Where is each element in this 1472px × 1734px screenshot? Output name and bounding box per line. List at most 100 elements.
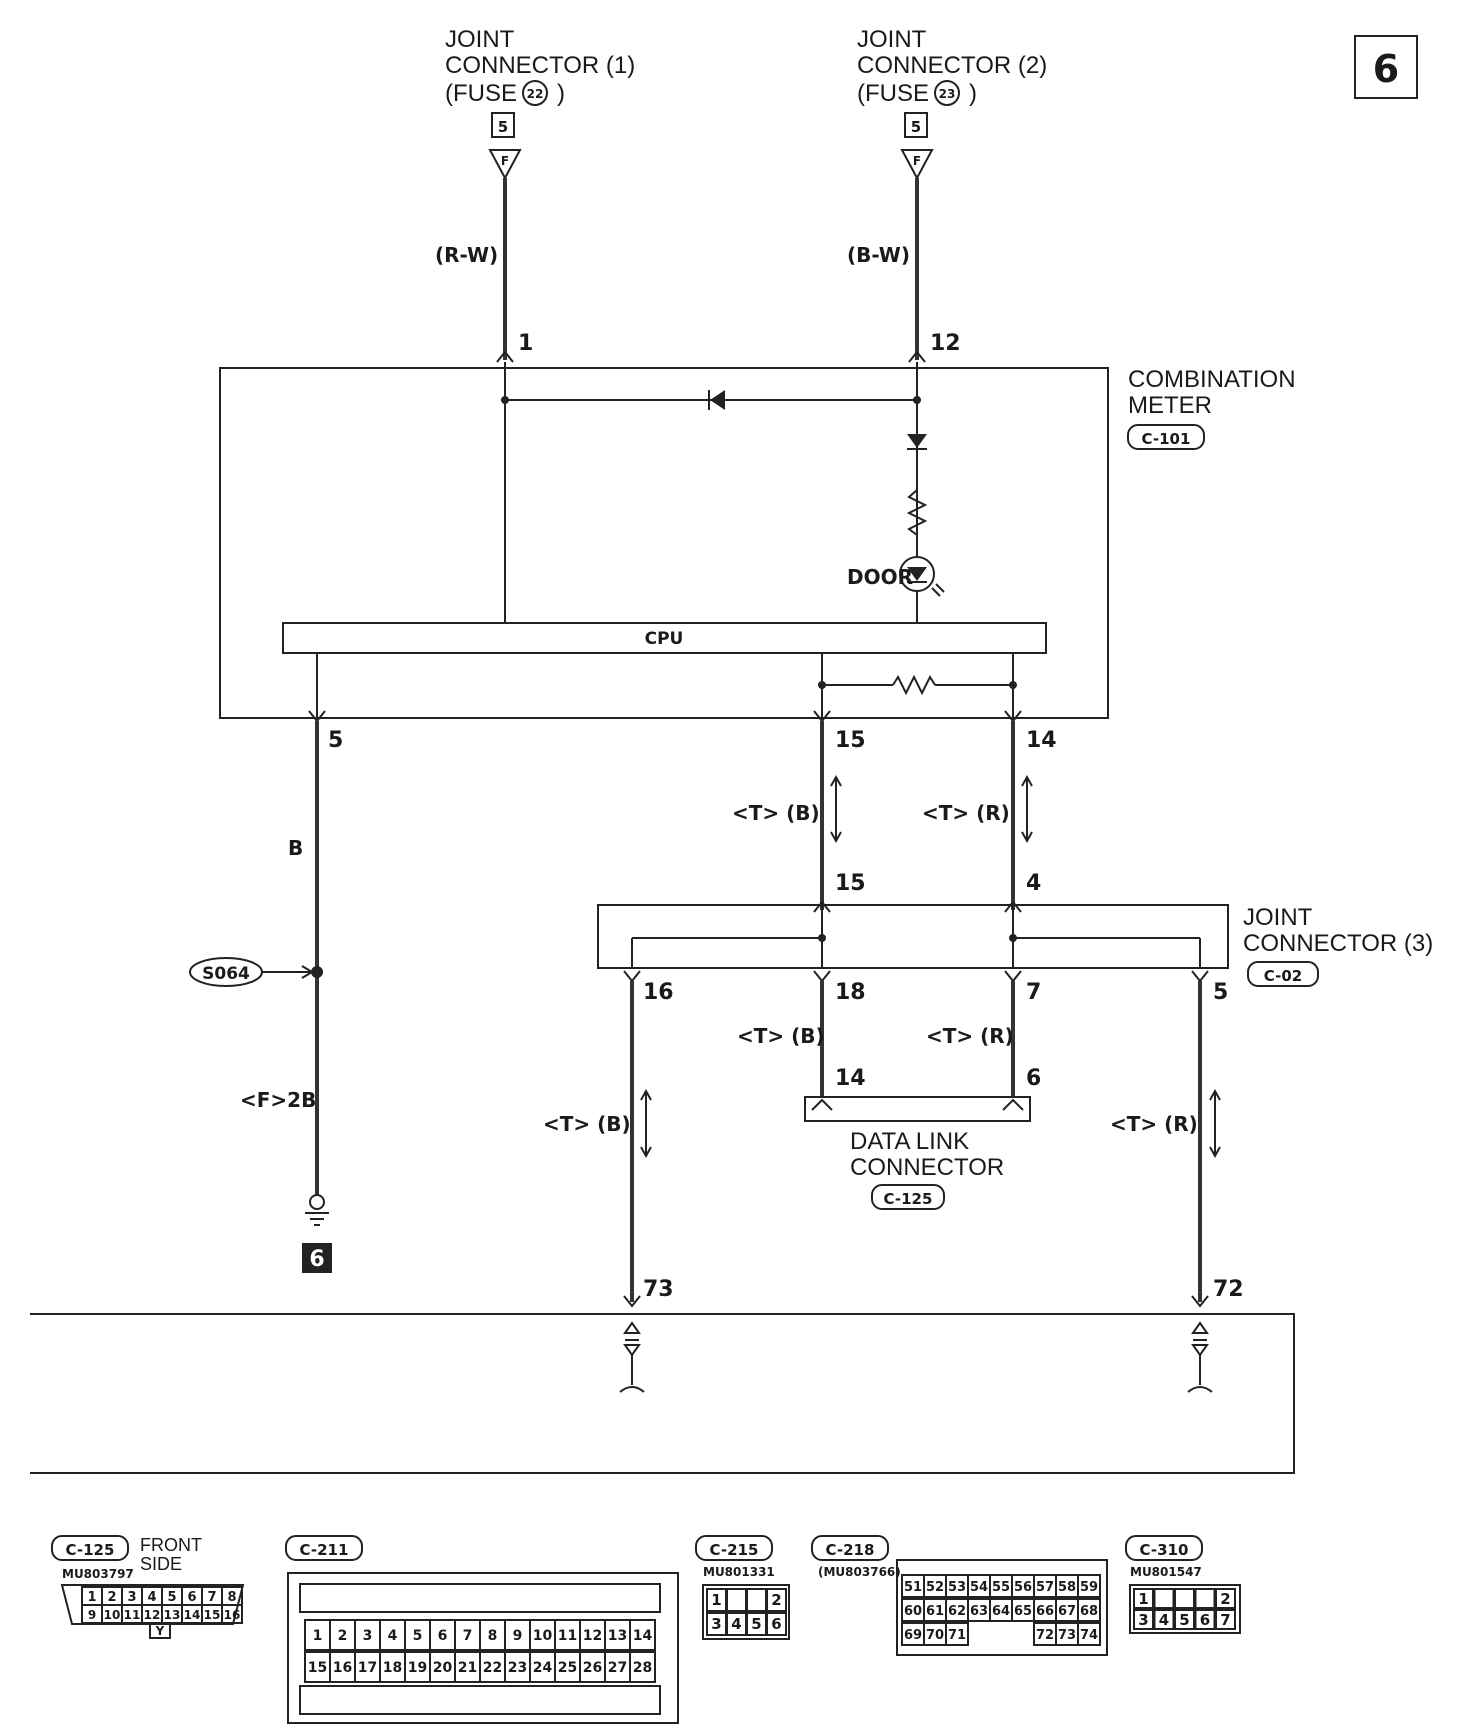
wire-color-rw: (R-W) [435, 243, 498, 267]
cavity-number: 56 [1014, 1580, 1032, 1595]
cavity-number: 71 [948, 1628, 966, 1643]
cavity-number: 5 [167, 1590, 176, 1605]
jc2-line2: CONNECTOR (2) [857, 52, 1047, 79]
cavity-number: 11 [558, 1628, 577, 1644]
cavity-number: 2 [338, 1628, 348, 1644]
cavity-number: 52 [926, 1580, 944, 1595]
cavity-number: 1 [711, 1591, 721, 1609]
cavity-number: 1 [313, 1628, 323, 1644]
combination-meter-box [219, 367, 1109, 719]
cavity-number: 9 [88, 1608, 96, 1622]
page-number: 6 [1373, 47, 1399, 91]
connector-cavity [1215, 1609, 1236, 1630]
cavity-number: 65 [1014, 1604, 1032, 1619]
cavity-number: 21 [458, 1660, 477, 1676]
connector-cavity [1153, 1609, 1175, 1630]
c218-part: (MU803766) [818, 1565, 901, 1579]
cavity-number: 9 [513, 1628, 523, 1644]
cavity-number: 5 [1179, 1611, 1189, 1629]
control-unit-pin-73-symbol [619, 1321, 645, 1393]
jc1-fuse-number: 22 [527, 87, 544, 101]
jc2-line1: JOINT [857, 26, 927, 53]
cavity-number: 4 [731, 1615, 741, 1633]
cavity-number: 20 [433, 1660, 453, 1676]
jc3-line2: CONNECTOR (3) [1243, 930, 1433, 957]
cavity-number: 5 [751, 1615, 761, 1633]
connector-cavity [726, 1588, 747, 1612]
connector-cavity [1077, 1598, 1101, 1622]
connector-cavity [766, 1612, 787, 1636]
cavity-number: 8 [227, 1590, 236, 1605]
connector-cavity [1194, 1609, 1216, 1630]
c125-part: MU803797 [62, 1567, 134, 1581]
cavity-number: 22 [483, 1660, 502, 1676]
wire-color-f2b: <F>2B [240, 1088, 316, 1112]
cpu-label: CPU [645, 629, 684, 649]
cavity-number: 8 [488, 1628, 498, 1644]
cavity-number: 17 [358, 1660, 377, 1676]
c125-side1: FRONT [140, 1535, 202, 1555]
c125-ref: C-125 [66, 1541, 115, 1559]
jc1-line2: CONNECTOR (1) [445, 52, 635, 79]
cavity-number: 74 [1080, 1628, 1098, 1643]
c218-ref: C-218 [826, 1541, 875, 1559]
connector-cavity [1077, 1574, 1101, 1598]
wire-color-b: B [288, 836, 303, 860]
pin-12: 12 [930, 331, 961, 356]
cavity-number: 4 [147, 1590, 156, 1605]
c215-ref: C-215 [710, 1541, 759, 1559]
control-unit-pin-72-symbol [1187, 1321, 1213, 1393]
ground-point-number: 6 [309, 1247, 324, 1272]
jc3-ref: C-02 [1264, 967, 1302, 985]
cavity-number: 23 [508, 1660, 527, 1676]
pin-5-jc3: 5 [1213, 980, 1228, 1005]
resistor-icon [906, 489, 928, 536]
cavity-number: 7 [1220, 1611, 1230, 1629]
cavity-number: 69 [904, 1628, 922, 1643]
control-unit-box [30, 1313, 1295, 1474]
c125-key: Y [155, 1624, 165, 1638]
pin-6: 6 [1026, 1066, 1041, 1091]
joint-connector-1-label: JOINT CONNECTOR (1) (FUSE) 22 5 F [445, 26, 635, 181]
door-led-icon [899, 556, 945, 597]
meter-ref: C-101 [1142, 430, 1191, 448]
c215-part: MU801331 [703, 1565, 775, 1579]
cavity-number: 6 [1200, 1611, 1210, 1629]
wire-color-tr-2: <T> (R) [926, 1024, 1014, 1048]
pin-72: 72 [1213, 1277, 1244, 1302]
wire-color-tr-1: <T> (R) [922, 801, 1010, 825]
data-link-connector-label: DATA LINK CONNECTOR C-125 [850, 1128, 1004, 1210]
cavity-number: 3 [363, 1628, 373, 1644]
wire-color-bw: (B-W) [847, 243, 910, 267]
cavity-number: 12 [583, 1628, 602, 1644]
cavity-number: 10 [104, 1608, 121, 1622]
wire-color-tb-3: <T> (B) [543, 1112, 631, 1136]
cavity-number: 18 [383, 1660, 402, 1676]
connector-cavity [1077, 1622, 1101, 1646]
bidirectional-arrow-icon [1209, 1088, 1221, 1159]
dlc-line2: CONNECTOR [850, 1154, 1004, 1181]
dlc-ref: C-125 [884, 1190, 933, 1208]
cavity-number: 4 [1159, 1611, 1169, 1629]
bidirectional-arrow-icon [1021, 774, 1033, 844]
cavity-number: 70 [926, 1628, 944, 1643]
splice-label: S064 [202, 964, 250, 984]
pin-16: 16 [643, 980, 674, 1005]
dlc-line1: DATA LINK [850, 1128, 969, 1155]
cavity-number: 3 [1138, 1611, 1148, 1629]
pin-14: 14 [1026, 728, 1057, 753]
cavity-number: 67 [1058, 1604, 1076, 1619]
connector-cavity [1153, 1588, 1175, 1609]
cavity-number: 60 [904, 1604, 922, 1619]
pin-5: 5 [328, 728, 343, 753]
cavity-number: 6 [438, 1628, 448, 1644]
cavity-number: 24 [533, 1660, 553, 1676]
page-number-badge: 6 [1354, 35, 1418, 99]
cavity-number: 28 [633, 1660, 652, 1676]
cavity-number: 6 [771, 1615, 781, 1633]
cavity-number: 12 [144, 1608, 161, 1622]
